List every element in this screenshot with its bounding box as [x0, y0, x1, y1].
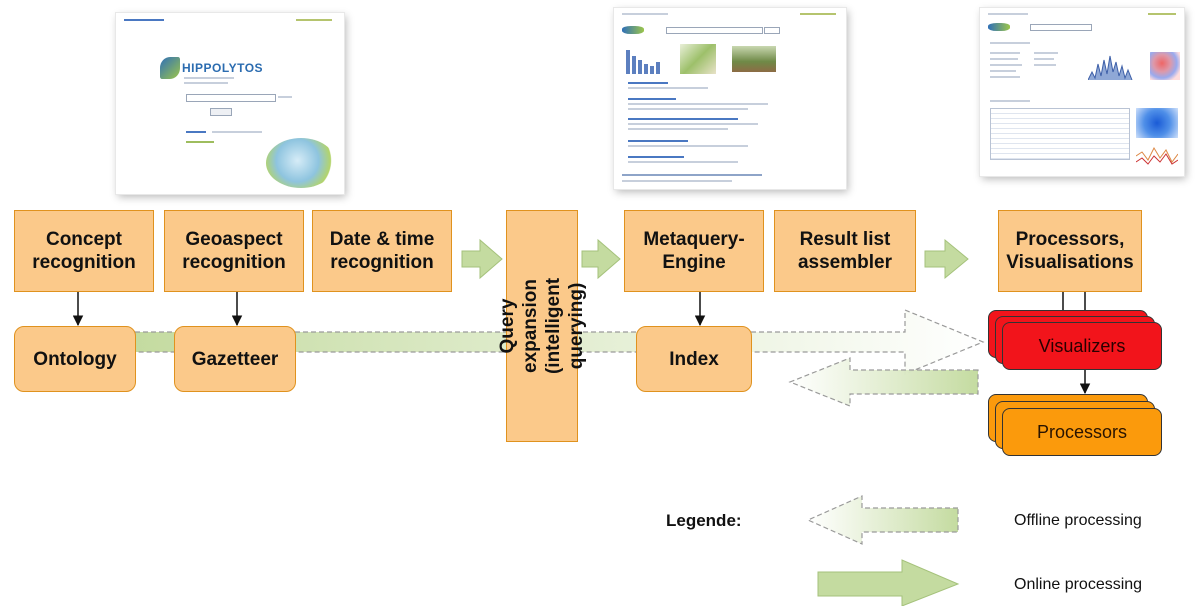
date-time-recognition-box: Date & time recognition [312, 210, 452, 292]
query-expansion-label: Query expansion (intelligent querying) [497, 277, 587, 375]
visualizers-box: Visualizers [1002, 322, 1162, 370]
legend-offline-arrow [806, 495, 959, 545]
processors-visualisations-box: Processors, Visualisations [998, 210, 1142, 292]
home-search-field [186, 94, 276, 102]
bar-chart-thumb [626, 50, 660, 74]
result-list-assembler-box: Result list assembler [774, 210, 916, 292]
blue-map-thumb [1136, 108, 1178, 138]
map-thumb [680, 44, 716, 74]
processors-box: Processors [1002, 408, 1162, 456]
line-chart-thumb [1136, 146, 1178, 165]
processors-screenshot [980, 8, 1184, 176]
spike-chart-thumb [1088, 55, 1133, 80]
visualizers-label: Visualizers [1038, 335, 1126, 356]
hippolytos-logo-text: HIPPOLYTOS [182, 61, 264, 75]
photo-thumb [732, 46, 776, 72]
legend-offline-label: Offline processing [1014, 512, 1142, 529]
index-box: Index [636, 326, 752, 392]
home-decor-graphic [266, 138, 336, 188]
geoaspect-recognition-box: Geoaspect recognition [164, 210, 304, 292]
gazetteer-box: Gazetteer [174, 326, 296, 392]
home-screenshot: HIPPOLYTOS [116, 13, 344, 194]
legend-title: Legende: [666, 511, 742, 530]
online-arrow-3 [924, 238, 969, 280]
ontology-box: Ontology [14, 326, 136, 392]
home-search-button [210, 108, 232, 116]
hippolytos-logo-icon [160, 57, 180, 79]
legend-online-label: Online processing [1014, 576, 1143, 593]
processors-label: Processors [1036, 421, 1128, 442]
online-arrow-1 [461, 238, 503, 280]
data-table-thumb [990, 108, 1130, 160]
metaquery-engine-box: Metaquery- Engine [624, 210, 764, 292]
query-expansion-box: Query expansion (intelligent querying) [497, 210, 587, 442]
concept-recognition-box: Concept recognition [14, 210, 154, 292]
legend-online-arrow [817, 559, 960, 606]
result-list-screenshot [614, 8, 846, 189]
online-arrow-2 [581, 238, 621, 280]
offline-arrow-left [788, 357, 979, 407]
heatmap-thumb [1150, 52, 1180, 80]
